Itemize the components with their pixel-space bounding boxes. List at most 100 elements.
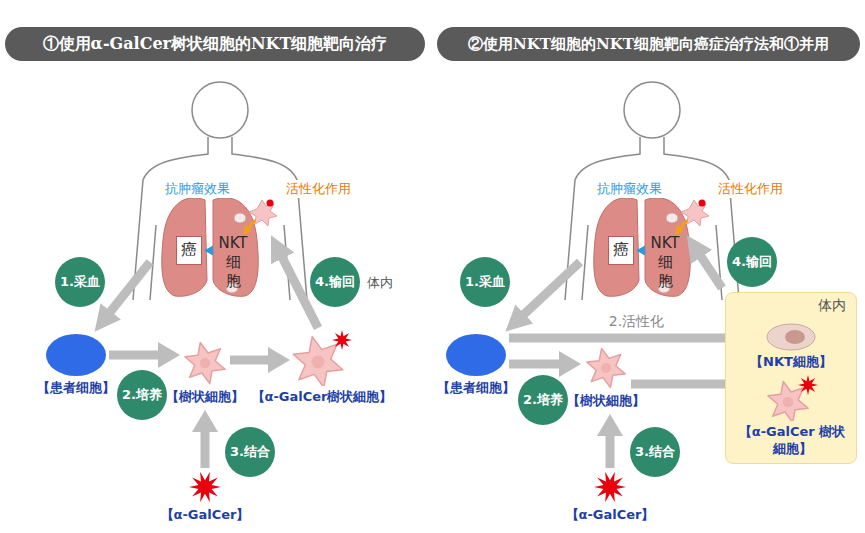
- blood-draw-arrow: [107, 262, 150, 316]
- cell-body: [46, 334, 106, 376]
- step-circle: 2.培养: [518, 375, 568, 425]
- node-text: 3.结合: [635, 443, 675, 461]
- patient-cell-graphic: [445, 333, 507, 377]
- nucleus: [200, 358, 211, 369]
- node-text: 4.输回: [732, 253, 772, 271]
- arrow-head: [597, 414, 623, 436]
- step-circle: 4.输回: [310, 257, 360, 307]
- cell-body: [768, 382, 808, 422]
- connector-line: [509, 360, 560, 369]
- step-circle: 1.采血: [460, 257, 510, 307]
- connector-line: [230, 356, 269, 365]
- galcer-molecule-graphic: [187, 470, 223, 504]
- cell-body: [767, 324, 815, 350]
- arrow-head: [204, 246, 213, 256]
- dendritic-cell: 【樹状細胞】: [182, 340, 228, 386]
- body-figure: [133, 82, 307, 300]
- node-text: 【患者细胞】: [37, 380, 115, 397]
- connector-line: [109, 351, 159, 360]
- step-circle: 3.结合: [630, 427, 680, 477]
- connector-line: [643, 249, 644, 252]
- nucleus: [785, 330, 805, 344]
- in-body-panel: 体内【NKT細胞】【α-GalCer 樹状細胞】: [725, 292, 857, 464]
- patient-cell: 【患者细胞】: [45, 333, 107, 377]
- node-text: NKT 细胞: [218, 234, 247, 290]
- node-text: 【α-GalCer 樹状細胞】: [736, 424, 848, 458]
- arrow-head: [158, 342, 180, 368]
- title-band: ②使用NKT细胞的NKT细胞靶向癌症治疗法和①并用: [437, 27, 860, 61]
- node-text: 体内: [818, 297, 846, 315]
- step-circle: 1.采血: [55, 257, 105, 307]
- node-text: 2.培养: [523, 391, 563, 409]
- galcer-dendritic-cell-graphic: [766, 375, 818, 421]
- connector: [230, 347, 290, 373]
- cell-body: [446, 334, 506, 376]
- node-text: ②使用NKT细胞的NKT细胞靶向癌症治疗法和①并用: [468, 35, 829, 54]
- galcer-burst: [594, 472, 626, 502]
- node-text: 【樹状細胞】: [567, 393, 645, 410]
- annotation-label: 体内: [365, 274, 395, 292]
- connector: [204, 246, 213, 256]
- nucleus: [601, 363, 611, 373]
- connector: [509, 351, 581, 377]
- step-circle: 4.输回: [727, 237, 777, 287]
- galcer-burst: [189, 472, 221, 502]
- node-text: 2.培养: [122, 386, 162, 404]
- nucleus: [312, 356, 325, 369]
- nkt-cell: 【NKT細胞】: [766, 323, 816, 351]
- node-text: NKT 细胞: [650, 234, 679, 290]
- dendritic-cell-graphic: [583, 346, 629, 390]
- return-arrow: [698, 252, 722, 288]
- nkt-cell-label-box: NKT 细胞: [645, 232, 685, 292]
- annotation-label: 抗肿瘤效果: [595, 180, 664, 198]
- annotation-label: 活性化作用: [716, 180, 785, 198]
- node-text: 【α-GalCer樹状細胞】: [252, 389, 393, 406]
- connector-line: [211, 249, 212, 252]
- dendritic-cell: 【樹状細胞】: [583, 346, 629, 390]
- annotation-label: 活性化作用: [284, 180, 353, 198]
- node-text: 【α-GalCer】: [566, 507, 655, 524]
- node-text: 1.采血: [60, 273, 100, 291]
- node-text: ①使用α-GalCer树状细胞的NKT细胞靶向治疗: [43, 34, 388, 55]
- arrow-head: [268, 347, 290, 373]
- galcer-molecule-graphic: [592, 470, 628, 504]
- step-circle: 2.培养: [117, 370, 167, 420]
- connector: [597, 414, 623, 468]
- node-text: 4.输回: [315, 273, 355, 291]
- step-circle: 3.结合: [225, 427, 275, 477]
- connector-line: [606, 435, 615, 468]
- node-text: 3.结合: [230, 443, 270, 461]
- galcer-burst: [332, 330, 352, 350]
- galcer-molecule: 【α-GalCer】: [592, 470, 628, 504]
- patient-cell: 【患者细胞】: [445, 333, 507, 377]
- node-text: 【患者细胞】: [437, 380, 515, 397]
- nucleus: [783, 397, 794, 408]
- galcer-molecule: 【α-GalCer】: [187, 470, 223, 504]
- cancer-box: 癌: [176, 236, 202, 265]
- arrow-head: [192, 410, 218, 432]
- edge-label: 2.活性化: [607, 313, 666, 331]
- connector: [109, 342, 180, 368]
- node-text: 癌: [613, 240, 629, 261]
- dendritic-cell-graphic: [182, 340, 228, 386]
- cell-body: [587, 349, 625, 388]
- node-text: 【NKT細胞】: [750, 354, 832, 371]
- galcer-dendritic-cell: 【α-GalCer 樹状細胞】: [766, 375, 818, 421]
- connector-line: [201, 431, 210, 468]
- node-text: 【α-GalCer】: [161, 507, 250, 524]
- cell-body: [293, 337, 343, 386]
- galcer-dendritic-cell: 【α-GalCer樹状細胞】: [292, 330, 352, 386]
- cancer-box: 癌: [608, 236, 634, 265]
- node-text: 癌: [181, 240, 197, 261]
- node-text: 1.采血: [465, 273, 505, 291]
- blood-draw-arrow: [520, 262, 580, 318]
- title-band: ①使用α-GalCer树状细胞的NKT细胞靶向治疗: [5, 27, 425, 61]
- arrow-head: [559, 351, 581, 377]
- patient-cell-graphic: [45, 333, 107, 377]
- nkt-cell-label-box: NKT 细胞: [213, 232, 253, 292]
- node-text: 【樹状細胞】: [166, 389, 244, 406]
- galcer-burst: [798, 375, 818, 395]
- connector: [636, 246, 645, 256]
- body-figure: [565, 82, 739, 300]
